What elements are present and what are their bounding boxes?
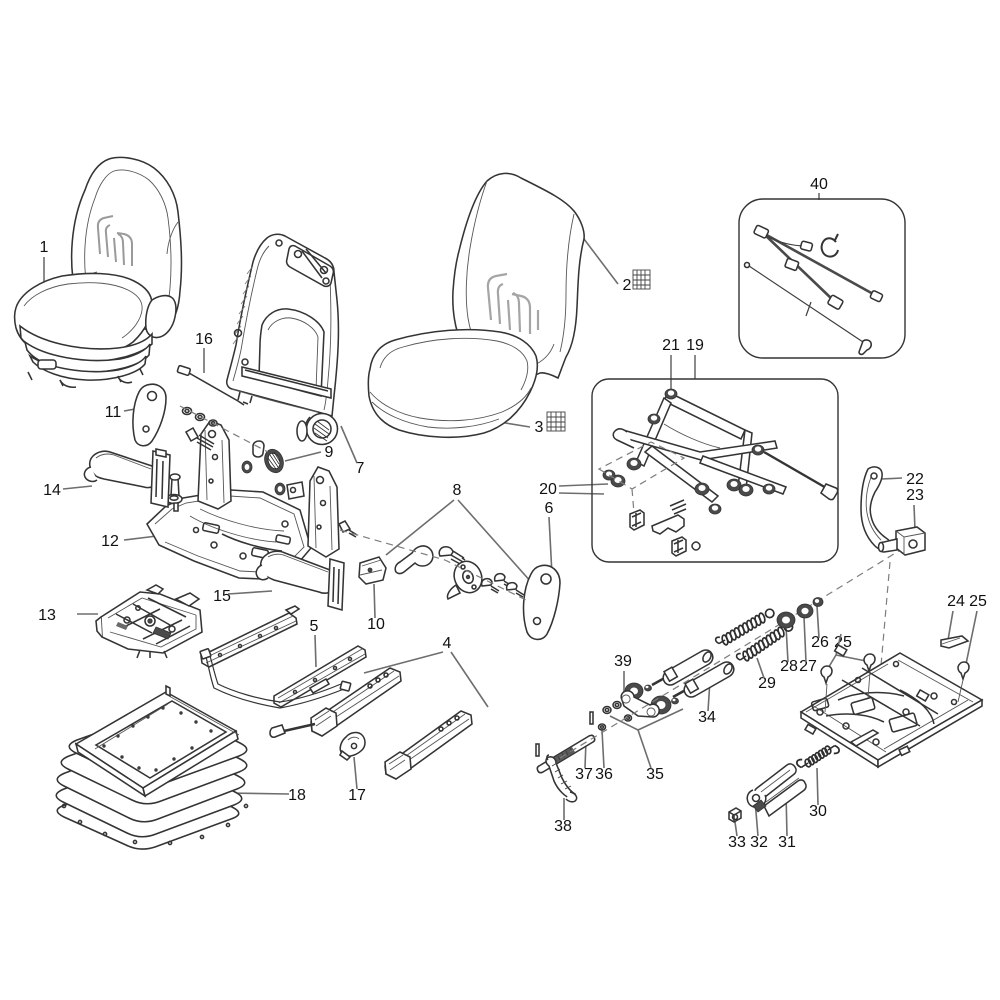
svg-text:37: 37 — [575, 766, 593, 783]
svg-text:33: 33 — [728, 834, 746, 851]
svg-text:7: 7 — [356, 460, 365, 477]
svg-text:25: 25 — [969, 593, 987, 610]
svg-text:28: 28 — [780, 658, 798, 675]
svg-text:35: 35 — [646, 766, 664, 783]
svg-text:2: 2 — [623, 277, 632, 294]
svg-text:24: 24 — [947, 593, 965, 610]
svg-text:34: 34 — [698, 709, 716, 726]
svg-text:32: 32 — [750, 834, 768, 851]
svg-text:29: 29 — [758, 675, 776, 692]
svg-text:4: 4 — [443, 635, 452, 652]
svg-text:17: 17 — [348, 787, 366, 804]
svg-text:36: 36 — [595, 766, 613, 783]
svg-text:1: 1 — [40, 239, 49, 256]
svg-text:13: 13 — [38, 607, 56, 624]
svg-text:31: 31 — [778, 834, 796, 851]
svg-text:3: 3 — [535, 419, 544, 436]
svg-text:27: 27 — [799, 658, 817, 675]
svg-text:22: 22 — [906, 471, 924, 488]
svg-text:9: 9 — [325, 444, 334, 461]
svg-text:23: 23 — [906, 487, 924, 504]
svg-text:40: 40 — [810, 176, 828, 193]
svg-text:38: 38 — [554, 818, 572, 835]
svg-text:20: 20 — [539, 481, 557, 498]
svg-text:8: 8 — [453, 482, 462, 499]
svg-text:39: 39 — [614, 653, 632, 670]
svg-text:5: 5 — [310, 618, 319, 635]
svg-text:14: 14 — [43, 482, 61, 499]
svg-text:16: 16 — [195, 331, 213, 348]
svg-text:11: 11 — [105, 404, 122, 421]
svg-text:6: 6 — [545, 500, 554, 517]
svg-text:18: 18 — [288, 787, 306, 804]
svg-text:12: 12 — [101, 533, 119, 550]
svg-text:19: 19 — [686, 337, 704, 354]
svg-text:21: 21 — [662, 337, 680, 354]
svg-text:10: 10 — [367, 616, 385, 633]
svg-text:15: 15 — [213, 588, 231, 605]
svg-text:30: 30 — [809, 803, 827, 820]
svg-text:26: 26 — [811, 634, 829, 651]
